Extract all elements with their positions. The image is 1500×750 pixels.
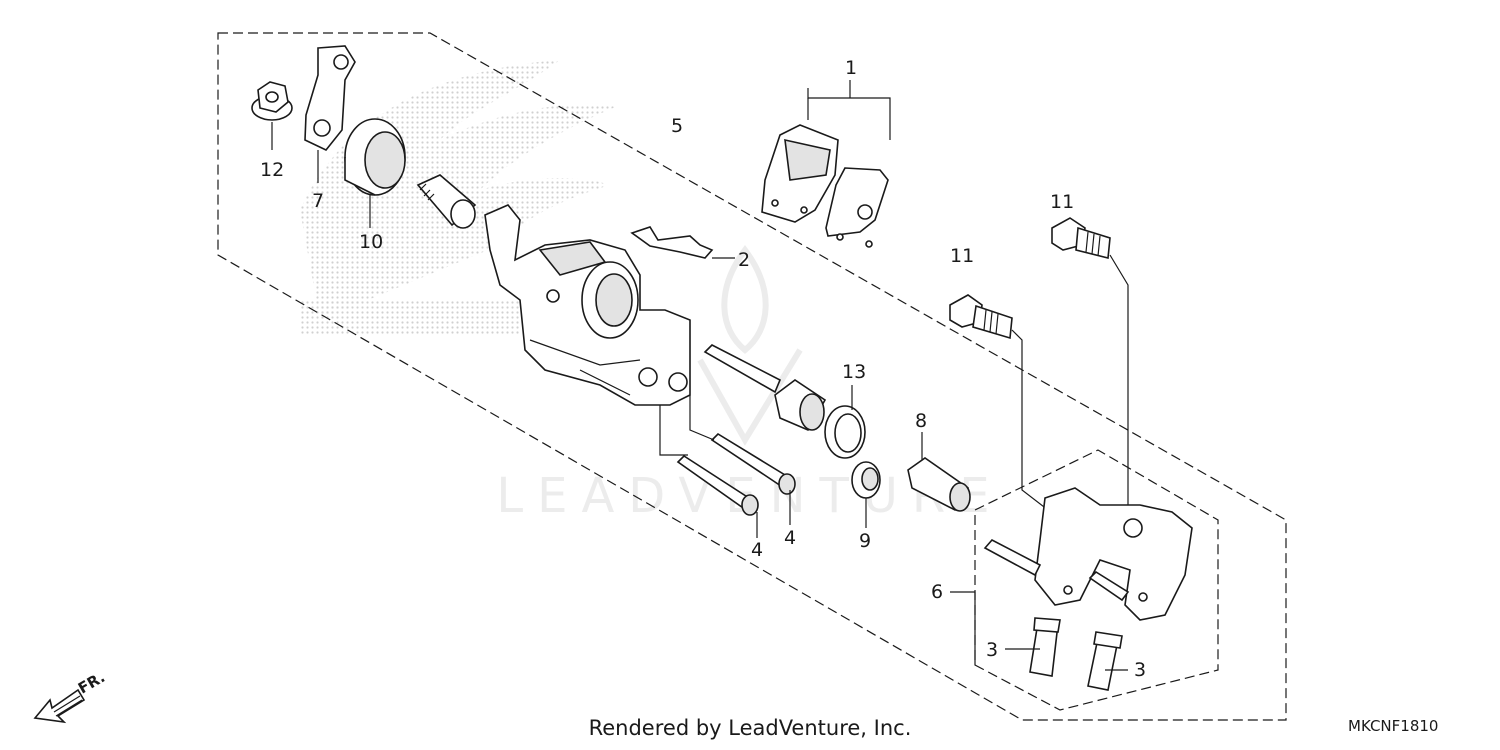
part-10-dust-cap — [344, 118, 406, 196]
part-5-caliper-body — [484, 204, 691, 406]
part-3-retainer-clip-left — [1029, 617, 1061, 677]
callout-10: 10 — [359, 231, 383, 253]
callout-6: 6 — [931, 581, 943, 603]
callout-11-right: 11 — [1050, 191, 1074, 213]
callout-3-left: 3 — [986, 639, 998, 661]
part-4-slide-pin-long — [710, 432, 796, 495]
callout-2: 2 — [738, 249, 750, 271]
part-12-flange-nut — [251, 81, 293, 121]
callout-1: 1 — [845, 57, 857, 79]
callout-11-left: 11 — [950, 245, 974, 267]
rendered-by-footer: Rendered by LeadVenture, Inc. — [588, 716, 912, 740]
front-direction-arrow-icon — [33, 688, 86, 724]
part-1-brake-pads — [761, 124, 889, 248]
callout-7: 7 — [312, 190, 324, 212]
part-3-retainer-clip-right — [1087, 631, 1123, 691]
part-7-lever-arm — [304, 45, 356, 151]
caliper-pin — [703, 344, 782, 394]
part-11-bolt-upper — [1051, 217, 1111, 260]
caliper-piston — [774, 379, 827, 432]
callout-13: 13 — [842, 361, 866, 383]
callout-8: 8 — [915, 410, 927, 432]
part-8-pin-boot — [907, 457, 971, 512]
diagram-code: MKCNF1810 — [1348, 717, 1439, 735]
part-6-caliper-bracket — [983, 487, 1193, 621]
callout-12: 12 — [260, 159, 284, 181]
part-11-bolt-lower — [949, 294, 1013, 340]
part-9-dust-seal — [851, 461, 881, 499]
callout-3-right: 3 — [1134, 659, 1146, 681]
part-2-pad-spring — [630, 226, 714, 259]
callout-5: 5 — [671, 115, 683, 137]
watermark-flame-logo — [697, 244, 803, 446]
adjuster-sleeve — [416, 174, 477, 229]
callout-9: 9 — [859, 530, 871, 552]
part-4-slide-pin-short — [676, 454, 759, 516]
callout-4-right: 4 — [784, 527, 796, 549]
callout-4-left: 4 — [751, 539, 763, 561]
caliper-assembly-frame — [217, 32, 1287, 721]
part-13-piston-seal — [824, 405, 866, 459]
